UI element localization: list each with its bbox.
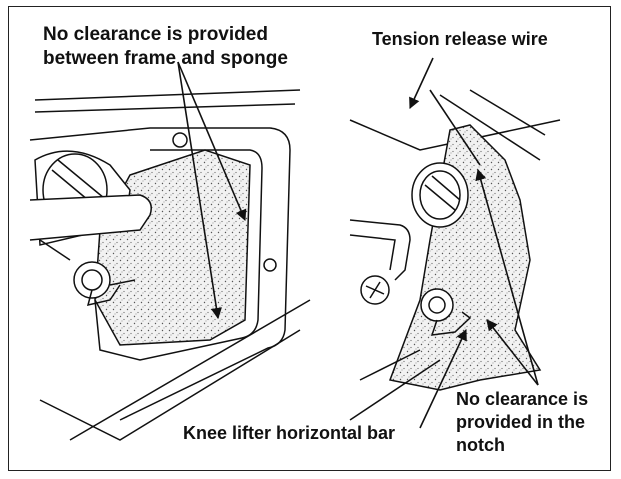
label-no-clearance-notch-line1: No clearance is	[456, 389, 589, 409]
sponge-right	[388, 124, 542, 391]
label-tension-release-wire: Tension release wire	[372, 29, 548, 49]
label-no-clearance-frame-line1: No clearance is provided	[43, 24, 268, 45]
label-no-clearance-frame-line2: between frame and sponge	[43, 48, 288, 69]
right-illustration	[349, 89, 561, 421]
left-pointer-lines	[177, 61, 247, 320]
label-no-clearance-notch-line3: notch	[456, 435, 505, 455]
label-knee-lifter-bar: Knee lifter horizontal bar	[183, 423, 396, 443]
right-pointer-lines	[409, 57, 539, 429]
label-no-clearance-notch-line2: provided in the	[456, 412, 586, 432]
left-illustration	[29, 89, 311, 441]
